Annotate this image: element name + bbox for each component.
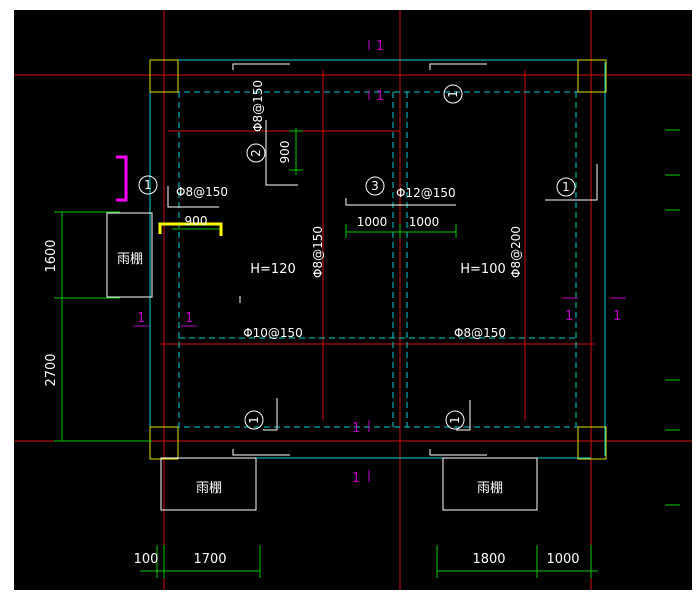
column-bottom-right <box>577 426 607 460</box>
marker-1-left: 1 <box>144 178 152 192</box>
canopy-label-left: 雨棚 <box>117 252 143 267</box>
canopy-outlines <box>106 212 538 511</box>
rebar-lines <box>167 63 598 456</box>
slab-thickness-right: H=100 <box>460 262 505 277</box>
dimension-1000-b: 1000 <box>409 215 440 229</box>
rebar-label-left-mid: Φ8@150 <box>311 226 325 278</box>
dimension-2700: 2700 <box>44 353 59 386</box>
rebar-label-right-mid: Φ8@200 <box>509 226 523 278</box>
column-top-left <box>149 59 179 93</box>
canopy-label-bottom-right: 雨棚 <box>477 481 503 496</box>
dimension-bottom-1700: 1700 <box>193 552 226 567</box>
rebar-label-top-left: Φ8@150 <box>251 80 265 132</box>
marker-1-bottom-right: 1 <box>448 416 462 424</box>
marker-circles <box>138 84 576 430</box>
section-label: 1 <box>376 39 384 54</box>
dimension-lines <box>54 128 680 578</box>
section-label: 1 <box>185 311 193 326</box>
column-bottom-left <box>149 426 179 460</box>
dimension-bottom-1000: 1000 <box>546 552 579 567</box>
marker-3: 3 <box>371 179 379 193</box>
dimension-900-left: 900 <box>185 214 208 228</box>
marker-1-bottom-left: 1 <box>247 416 261 424</box>
section-marks <box>133 40 626 482</box>
marker-2: 2 <box>249 149 263 157</box>
rebar-label-bottom-left: Φ10@150 <box>243 326 303 340</box>
slab-thickness-left: H=120 <box>250 262 295 277</box>
section-label: 1 <box>352 471 360 486</box>
dimension-900-vertical: 900 <box>278 141 292 164</box>
canopy-left <box>106 212 153 298</box>
canopy-bottom-right <box>442 457 538 511</box>
dimension-1600: 1600 <box>44 239 59 272</box>
yellow-bracket-annotation <box>158 222 223 236</box>
section-label: 1 <box>352 421 360 436</box>
marker-1-right: 1 <box>562 180 570 194</box>
magenta-bracket-annotation <box>116 155 128 202</box>
dimension-bottom-100: 100 <box>134 552 159 567</box>
section-label: 1 <box>376 89 384 104</box>
section-label: 1 <box>137 311 145 326</box>
rebar-label-left-horizontal: Φ8@150 <box>176 185 228 199</box>
section-label: 1 <box>565 309 573 324</box>
marker-1-top-right: 1 <box>446 90 460 98</box>
canopy-label-bottom-left: 雨棚 <box>196 481 222 496</box>
drawing-canvas <box>14 10 692 590</box>
canopy-bottom-left <box>160 457 257 511</box>
rebar-label-mid-top-right: Φ12@150 <box>396 186 456 200</box>
section-label: 1 <box>613 309 621 324</box>
dimension-bottom-1800: 1800 <box>472 552 505 567</box>
rebar-label-bottom-right: Φ8@150 <box>454 326 506 340</box>
column-top-right <box>577 59 607 93</box>
dimension-1000-a: 1000 <box>357 215 388 229</box>
columns <box>149 59 607 460</box>
